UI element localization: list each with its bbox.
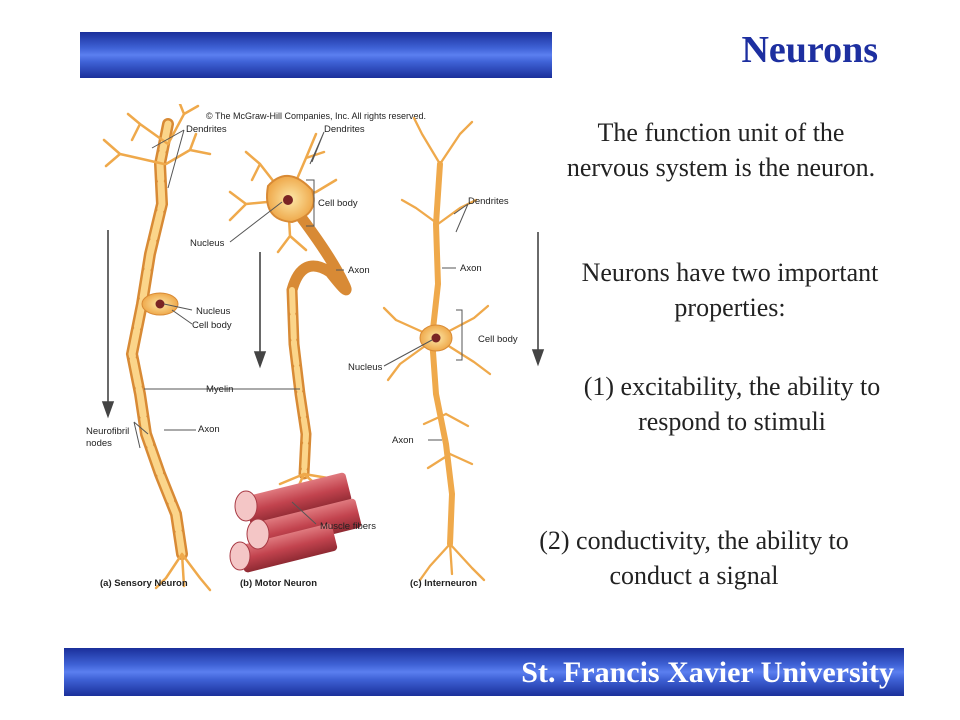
arrow-sensory bbox=[101, 230, 115, 419]
copyright-notice: © The McGraw-Hill Companies, Inc. All ri… bbox=[206, 111, 426, 121]
label-dendrites-inter: Dendrites bbox=[468, 196, 509, 207]
footer-university-name: St. Francis Xavier University bbox=[521, 656, 894, 689]
arrow-motor bbox=[253, 252, 267, 369]
label-neurofibril: Neurofibril bbox=[86, 426, 129, 437]
label-muscle-fibers: Muscle fibers bbox=[320, 521, 376, 532]
sensory-neuron bbox=[102, 104, 212, 592]
label-nucleus-motor: Nucleus bbox=[190, 238, 225, 249]
caption-motor-neuron: (b) Motor Neuron bbox=[240, 578, 317, 589]
label-axon-inter-2: Axon bbox=[392, 435, 414, 446]
paragraph-conductivity: (2) conductivity, the ability to conduct… bbox=[539, 526, 849, 590]
neuron-diagram: © The McGraw-Hill Companies, Inc. All ri… bbox=[86, 104, 545, 592]
label-dendrites-sensory: Dendrites bbox=[186, 124, 227, 135]
arrow-interneuron bbox=[531, 232, 545, 367]
label-axon-inter-1: Axon bbox=[460, 263, 482, 274]
bottom-banner-bar bbox=[64, 648, 904, 696]
label-myelin: Myelin bbox=[206, 384, 233, 395]
paragraph-properties: Neurons have two important properties: bbox=[581, 258, 879, 322]
interneuron bbox=[382, 116, 492, 582]
slide-title: Neurons bbox=[741, 29, 878, 71]
leader-lines bbox=[133, 129, 469, 525]
label-dendrites-motor: Dendrites bbox=[324, 124, 365, 135]
label-cell-body-sensory: Cell body bbox=[192, 320, 232, 331]
label-nucleus-inter: Nucleus bbox=[348, 362, 383, 373]
label-cell-body-inter: Cell body bbox=[478, 334, 518, 345]
label-cell-body-motor: Cell body bbox=[318, 198, 358, 209]
motor-neuron bbox=[228, 132, 352, 498]
label-axon-motor: Axon bbox=[348, 265, 370, 276]
muscle-fibers-illustration bbox=[229, 472, 362, 573]
paragraph-excitability: (1) excitability, the ability to respond… bbox=[583, 372, 881, 436]
caption-sensory-neuron: (a) Sensory Neuron bbox=[100, 578, 188, 589]
top-banner-bar bbox=[80, 32, 552, 78]
label-axon-sensory: Axon bbox=[198, 424, 220, 435]
label-nucleus-sensory: Nucleus bbox=[196, 306, 231, 317]
label-neurofibril-nodes: nodes bbox=[86, 438, 112, 449]
paragraph-function-unit: The function unit of the nervous system … bbox=[566, 118, 876, 182]
caption-interneuron: (c) Interneuron bbox=[410, 578, 477, 589]
